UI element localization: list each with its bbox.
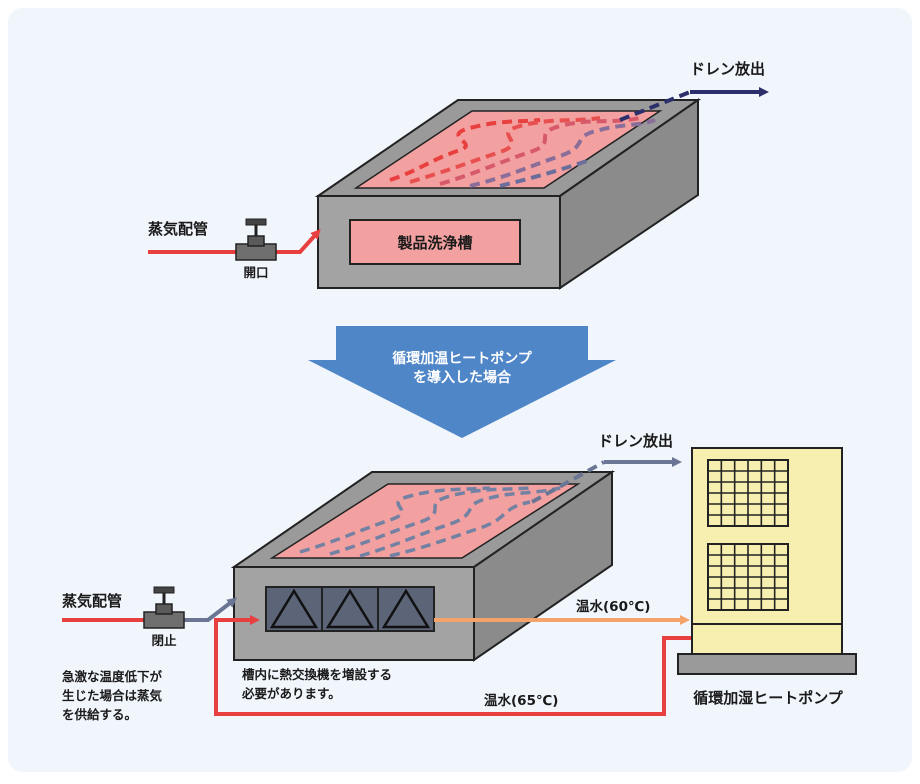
top-drain-label: ドレン放出	[690, 60, 765, 78]
top-valve-icon	[235, 218, 277, 261]
left-note: 急激な温度低下が 生じた場合は蒸気 を供給する。	[62, 669, 163, 722]
bottom-valve-icon	[143, 586, 185, 629]
transition-arrow	[308, 326, 616, 438]
heat-exchanger	[265, 586, 435, 632]
warm-water-65-label: 温水(65℃)	[484, 692, 558, 709]
transition-line2: を導入した場合	[413, 369, 512, 386]
bottom-heating-coil	[299, 486, 561, 558]
heat-pump-label: 循環加湿ヒートポンプ	[693, 689, 844, 707]
top-tank-label: 製品洗浄槽	[396, 234, 472, 252]
bottom-drain-label: ドレン放出	[598, 432, 673, 450]
top-tank-label-box	[349, 219, 521, 265]
bottom-drain-arrow	[531, 457, 682, 504]
bottom-steam-label: 蒸気配管	[62, 592, 122, 610]
warm-water-65-pipe	[214, 615, 694, 716]
left-note-line-3: を供給する。	[62, 707, 137, 722]
top-valve-label: 開口	[243, 265, 268, 280]
top-heating-coil	[389, 116, 656, 188]
transition-line1: 循環加温ヒートポンプ	[392, 350, 533, 367]
left-note-line-2: 生じた場合は蒸気	[62, 688, 163, 703]
left-note-line-1: 急激な温度低下が	[62, 669, 163, 684]
top-drain-arrow	[619, 87, 769, 122]
bottom-valve-label: 閉止	[151, 633, 177, 648]
tank-note-line-2: 必要があります。	[241, 686, 341, 701]
top-steam-pipe	[148, 229, 321, 254]
top-steam-label: 蒸気配管	[148, 220, 208, 238]
tank-note-line-1: 槽内に熱交換機を増設する	[242, 667, 392, 682]
bottom-steam-pipe	[62, 597, 238, 622]
fan-grille-lower-icon	[707, 543, 789, 611]
tank-note: 槽内に熱交換機を増設する 必要があります。	[241, 667, 392, 701]
warm-water-60-label: 温水(60℃)	[576, 598, 650, 615]
fan-grille-upper-icon	[707, 459, 789, 527]
